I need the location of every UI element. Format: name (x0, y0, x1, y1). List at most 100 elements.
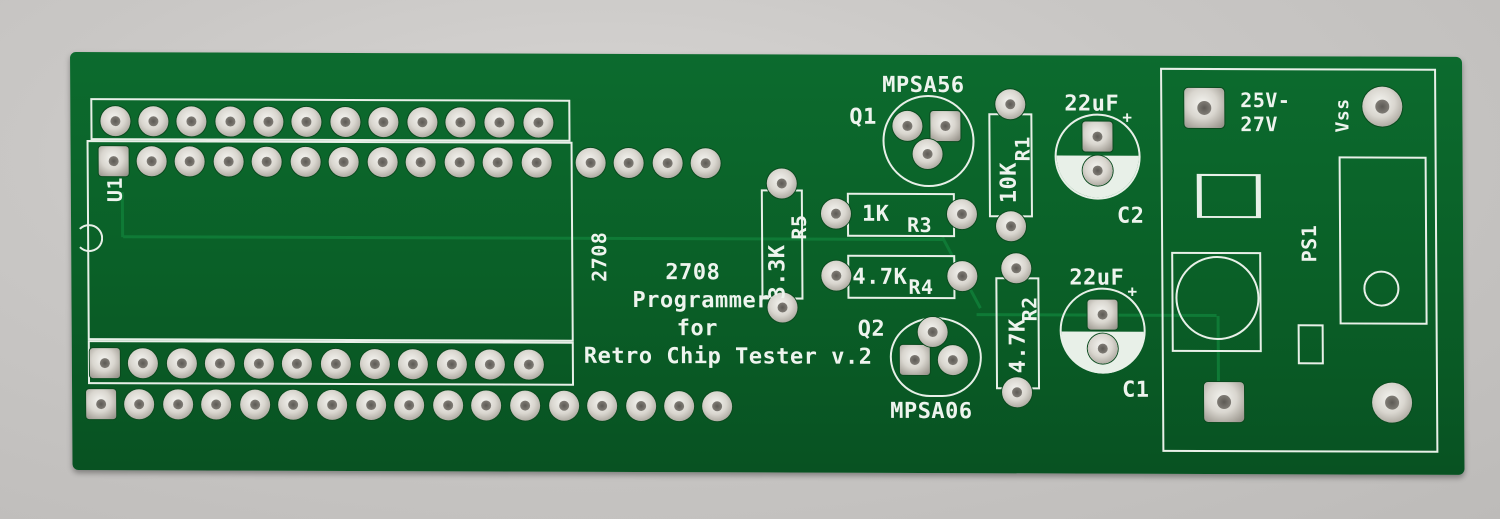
ps1-trimpot-icon (1363, 270, 1400, 307)
header-row-top (70, 52, 1462, 179)
ps1-pad-gnd (1371, 382, 1413, 423)
u1-pad (368, 107, 399, 138)
header-pad (510, 390, 541, 421)
r1-pad (995, 89, 1026, 120)
u1-pad (127, 348, 158, 379)
q2-pad (937, 345, 968, 376)
q1-part: MPSA56 (882, 72, 965, 99)
board-subtitle-1: Programmer (632, 287, 771, 314)
q1-pad (912, 138, 943, 170)
r2-value: 4.7K (1005, 318, 1031, 374)
ps1-label: PS1 (1297, 224, 1322, 263)
r3-label: R3 (906, 212, 933, 238)
c2-label: C2 (1116, 203, 1145, 229)
header-pad (405, 147, 436, 178)
header-pad (201, 389, 232, 420)
u1-top-row (70, 52, 1462, 138)
header-pad (521, 147, 552, 178)
ps1-voltage-1: 25V- (1240, 88, 1291, 113)
header-pad (278, 389, 309, 420)
u1-pad (474, 349, 505, 380)
u1-pad (100, 106, 131, 137)
u1-pad (513, 349, 544, 380)
board-subtitle-2: for (676, 316, 718, 342)
header-pad (356, 390, 387, 421)
header-pad (613, 147, 644, 179)
c2-value: 22uF (1064, 91, 1120, 117)
u1-notch (75, 224, 104, 253)
r4-pad (947, 261, 978, 292)
r3-value: 1K (861, 201, 890, 227)
u1-pad (523, 107, 554, 138)
header-pad (163, 389, 194, 420)
u1-bottom-row (70, 52, 1462, 380)
header-pad (575, 147, 606, 178)
r1-pad (995, 211, 1027, 242)
u1-pad (484, 107, 515, 138)
r4-label: R4 (908, 274, 934, 300)
q1-pad (892, 110, 923, 141)
side-chip-label: 2708 (587, 231, 612, 282)
u1-pad (330, 106, 361, 138)
r5-pad (766, 168, 797, 199)
header-pad (317, 389, 348, 420)
header-pad (433, 390, 464, 421)
u1-pad (407, 107, 438, 138)
c2-pad (1082, 121, 1113, 152)
header-pad (664, 391, 695, 422)
c1-value: 22uF (1069, 265, 1125, 291)
u1-pad (436, 349, 467, 380)
u1-pad (243, 348, 274, 379)
header-pad (86, 389, 117, 420)
r2-pad (1001, 253, 1032, 284)
header-pad (174, 146, 205, 177)
r1-label: R1 (1010, 136, 1035, 162)
r4-value: 4.7K (852, 264, 908, 290)
c1-pad (1087, 299, 1118, 330)
u1-pad (253, 106, 284, 137)
r3-pad (820, 198, 852, 229)
r5-value: 3.3K (765, 244, 791, 300)
header-pad (471, 390, 502, 421)
u1-label: U1 (102, 177, 127, 203)
ps1-pad-vss (1362, 86, 1403, 127)
header-pad (328, 146, 359, 178)
ps1-voltage-2: 27V (1240, 112, 1279, 137)
header-pad (444, 147, 475, 178)
r4-pad (821, 260, 852, 291)
header-pad (587, 390, 618, 421)
q1-pad (930, 111, 961, 142)
q2-part: MPSA06 (890, 398, 973, 425)
q2-label: Q2 (857, 316, 886, 342)
u1-pad (166, 348, 197, 379)
u1-pad (204, 348, 235, 379)
u1-pad (176, 106, 207, 137)
header-pad (290, 146, 321, 177)
header-pad (251, 146, 282, 177)
q2-pad (917, 316, 948, 348)
header-pad (549, 390, 580, 421)
c1-label: C1 (1121, 377, 1150, 403)
ps1-diode (1196, 173, 1261, 219)
u1-pad (281, 348, 312, 379)
r1-value: 10K (996, 161, 1022, 204)
board-title: 2708 (665, 260, 721, 286)
ps1-ic (1297, 324, 1324, 365)
c2-pad (1082, 155, 1113, 186)
header-pad (690, 148, 721, 179)
header-pad (213, 146, 244, 177)
u1-pad (320, 348, 351, 379)
c1-pad (1087, 333, 1118, 364)
c1-plus: + (1127, 281, 1138, 301)
ps1-vss-label: Vss (1332, 98, 1354, 133)
q1-label: Q1 (849, 104, 877, 130)
r2-label: R2 (1017, 296, 1042, 322)
header-pad (136, 146, 167, 177)
u1-pad (445, 107, 476, 138)
header-pad (240, 389, 271, 420)
ps1-inductor-coil (1175, 255, 1260, 341)
board-subtitle-3: Retro Chip Tester v.2 (583, 343, 873, 370)
header-pad (652, 148, 683, 179)
ps1-pad-vin (1184, 87, 1225, 129)
u1-pad (89, 348, 120, 379)
